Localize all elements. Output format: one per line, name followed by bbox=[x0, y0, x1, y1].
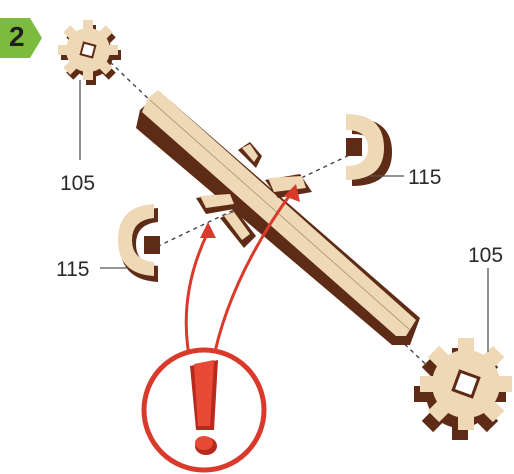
part-label: 105 bbox=[468, 244, 503, 267]
gear-icon bbox=[58, 20, 121, 85]
part-label: 115 bbox=[56, 258, 89, 281]
bracket-icon bbox=[346, 114, 392, 186]
gear-icon bbox=[414, 338, 512, 440]
bracket-icon bbox=[118, 204, 160, 282]
part-label: 105 bbox=[60, 172, 95, 195]
warning-exclamation-icon bbox=[144, 350, 264, 470]
part-label: 115 bbox=[408, 166, 441, 189]
